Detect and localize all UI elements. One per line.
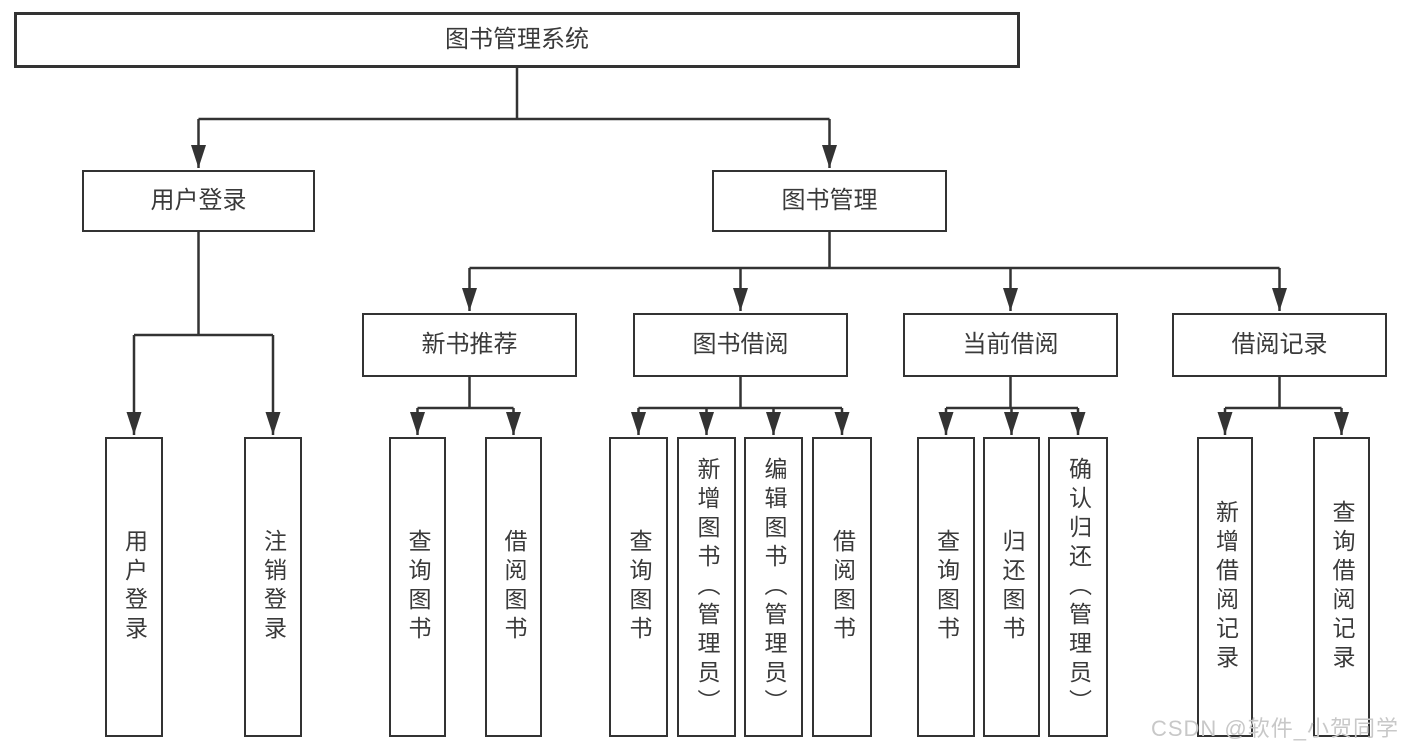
leaf-logout: 注销登录 xyxy=(244,437,302,737)
leaf-label: 借阅图书 xyxy=(829,529,856,645)
leaf-query-borrow-record: 查询借阅记录 xyxy=(1313,437,1370,737)
node-user-login: 用户登录 xyxy=(82,170,315,232)
leaf-query-books-current: 查询图书 xyxy=(917,437,975,737)
csdn-watermark: CSDN @软件_小贺同学 xyxy=(1150,716,1399,741)
leaf-return-books: 归还图书 xyxy=(983,437,1040,737)
leaf-label: 用户登录 xyxy=(121,529,148,645)
leaf-confirm-return-admin: 确认归还（管理员） xyxy=(1048,437,1108,737)
node-book-management: 图书管理 xyxy=(712,170,947,232)
leaf-query-books-recommend: 查询图书 xyxy=(389,437,446,737)
node-new-book-recommendation: 新书推荐 xyxy=(362,313,577,377)
leaf-edit-books-admin: 编辑图书（管理员） xyxy=(744,437,803,737)
leaf-borrow-books: 借阅图书 xyxy=(812,437,872,737)
leaf-user-login: 用户登录 xyxy=(105,437,163,737)
connector xyxy=(638,377,842,410)
leaf-query-books-borrow: 查询图书 xyxy=(609,437,668,737)
leaf-label: 借阅图书 xyxy=(501,529,527,645)
leaf-borrow-books-recommend: 借阅图书 xyxy=(485,437,542,737)
connector xyxy=(134,232,273,337)
leaf-label: 查询借阅记录 xyxy=(1329,500,1355,674)
node-library-management-system: 图书管理系统 xyxy=(14,12,1020,68)
connector xyxy=(417,377,514,410)
leaf-label: 查询图书 xyxy=(933,529,960,645)
leaf-add-books-admin: 新增图书（管理员） xyxy=(677,437,736,737)
leaf-label: 归还图书 xyxy=(999,529,1025,645)
node-book-borrowing: 图书借阅 xyxy=(633,313,848,377)
leaf-label: 编辑图书（管理员） xyxy=(761,456,787,718)
connector xyxy=(1225,377,1342,410)
leaf-label: 查询图书 xyxy=(405,529,431,645)
leaf-add-borrow-record: 新增借阅记录 xyxy=(1197,437,1253,737)
connector xyxy=(946,377,1078,410)
leaf-label: 查询图书 xyxy=(626,529,652,645)
connector xyxy=(469,232,1280,270)
leaf-label: 新增借阅记录 xyxy=(1212,500,1239,674)
leaf-label: 注销登录 xyxy=(260,529,287,645)
node-current-borrowing: 当前借阅 xyxy=(903,313,1118,377)
node-borrowing-records: 借阅记录 xyxy=(1172,313,1387,377)
leaf-label: 确认归还（管理员） xyxy=(1065,456,1092,718)
connector xyxy=(198,68,830,121)
leaf-label: 新增图书（管理员） xyxy=(694,456,720,718)
